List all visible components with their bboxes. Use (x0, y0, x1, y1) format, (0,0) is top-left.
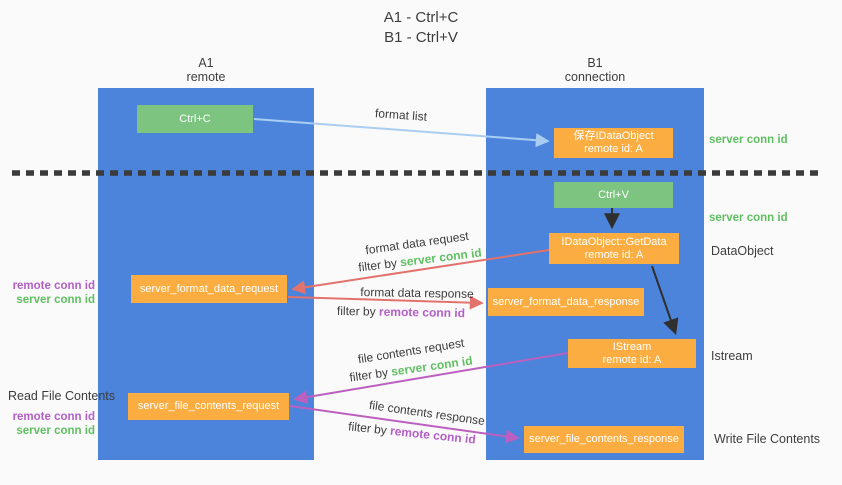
getdata-line2: remote id: A (584, 248, 644, 261)
filter-prefix-2: filter by (336, 303, 380, 319)
ctrl-c-box: Ctrl+C (137, 105, 253, 133)
diagram-title-line1: A1 - Ctrl+C (383, 9, 459, 26)
left-label-remote-conn-id-bottom: remote conn id (12, 411, 95, 423)
arrow-getdata-to-istream (651, 265, 679, 336)
lifeline-a1-role: remote (186, 70, 226, 84)
diagram-title-line2: B1 - Ctrl+V (384, 29, 458, 46)
istream-line1: IStream (612, 340, 652, 353)
left-label-read-file-contents: Read File Contents (8, 389, 116, 403)
istream-box: IStream remote id: A (568, 339, 696, 368)
getdata-box: IDataObject::GetData remote id: A (549, 233, 679, 264)
lifeline-b1-role: connection (564, 70, 626, 84)
right-label-server-conn-id-mid: server conn id (709, 212, 788, 224)
label-filter-remote-1: filter by remote conn id (333, 304, 469, 320)
right-label-write-file-contents: Write File Contents (714, 432, 821, 446)
left-label-remote-conn-id-mid: remote conn id (12, 280, 95, 292)
filter-remote-conn-id-1: remote conn id (378, 304, 466, 321)
label-format-data-response: format data response (360, 285, 474, 301)
lifeline-a1-name: A1 (198, 56, 214, 70)
save-idataobject-line1: 保存IDataObject (573, 130, 654, 142)
server-file-contents-response-box: server_file_contents_response (524, 426, 684, 453)
right-label-dataobject: DataObject (711, 244, 774, 258)
right-label-istream: Istream (711, 349, 753, 363)
lifeline-b1-header: B1 connection (486, 56, 704, 84)
save-idataobject-box: 保存IDataObject remote id: A (554, 128, 673, 158)
getdata-line1: IDataObject::GetData (561, 235, 667, 248)
server-file-contents-request-box: server_file_contents_request (128, 393, 289, 420)
arrow-format-data-request (291, 249, 550, 295)
ctrl-v-box: Ctrl+V (554, 182, 673, 208)
right-label-server-conn-id-top: server conn id (709, 134, 788, 146)
arrow-format-list (253, 118, 550, 148)
server-format-data-response-box: server_format_data_response (488, 288, 644, 316)
lifeline-a1-header: A1 remote (98, 56, 314, 84)
istream-line2: remote id: A (602, 353, 662, 366)
arrow-file-contents-request (293, 352, 569, 405)
arrow-format-data-response (287, 295, 484, 310)
left-label-server-conn-id-bottom: server conn id (16, 425, 95, 437)
server-format-data-request-box: server_format_data_request (131, 275, 287, 303)
arrow-file-contents-response (289, 405, 520, 444)
save-idataobject-line2: remote id: A (584, 143, 643, 155)
lifeline-b1-name: B1 (587, 56, 603, 70)
left-label-server-conn-id-mid: server conn id (16, 294, 95, 306)
